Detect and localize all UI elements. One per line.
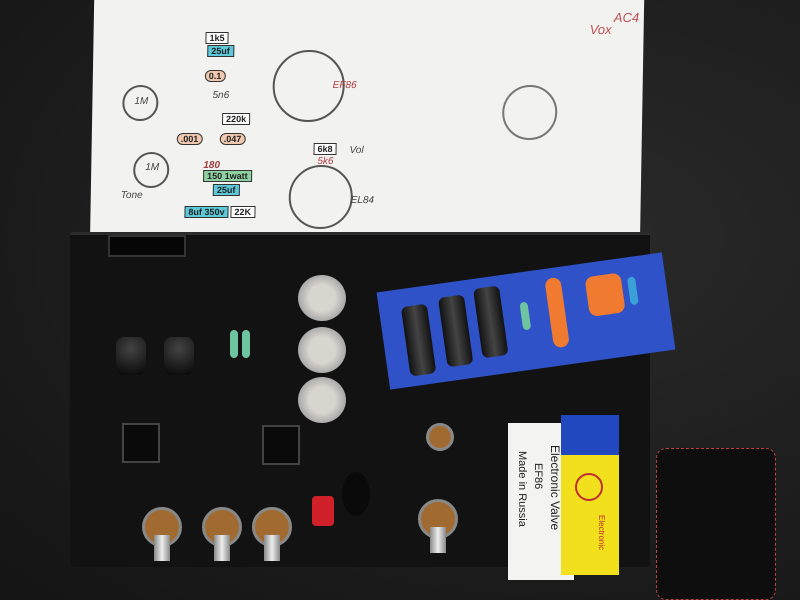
pot-shaft-2 xyxy=(214,535,230,561)
electrolytic-cap-3 xyxy=(473,285,509,359)
box-brand: Electronic xyxy=(597,515,606,551)
box-line3: Made in Russia xyxy=(516,451,528,527)
label-047: .047 xyxy=(219,133,246,145)
vol-label: Vol xyxy=(349,145,364,156)
input-jack[interactable] xyxy=(426,423,454,451)
label-5n6: 5n6 xyxy=(212,90,230,101)
electrolytic-cap-2 xyxy=(437,294,474,368)
el84-label: EL84 xyxy=(350,195,375,206)
label-8uf: 8uf 350v xyxy=(184,206,229,218)
resistor-2 xyxy=(242,330,250,358)
resistor-1 xyxy=(230,330,238,358)
title-ac4: AC4 xyxy=(613,10,640,25)
fabric-bag xyxy=(656,448,776,600)
box-line1: Electronic Valve xyxy=(548,445,562,531)
tube-symbol-hand xyxy=(501,85,558,140)
tube-socket-3 xyxy=(298,377,346,423)
logo-icon xyxy=(575,473,603,501)
resistor-4 xyxy=(626,276,639,306)
box-line2: EF86 xyxy=(532,463,544,490)
knob-left[interactable] xyxy=(116,337,146,375)
pilot-lamp xyxy=(312,496,334,526)
subtitle-vox: Vox xyxy=(589,22,612,37)
el84-box: Electronic xyxy=(561,415,619,575)
tube-socket-2 xyxy=(298,327,346,373)
tube-socket-1 xyxy=(298,275,346,321)
toggle-switch-1[interactable] xyxy=(122,423,160,463)
orange-cap-1 xyxy=(544,276,570,349)
pot-3[interactable] xyxy=(252,507,292,547)
pot-shaft-1 xyxy=(154,535,170,561)
label-6k8: 6k8 xyxy=(313,143,337,155)
label-220k: 220k xyxy=(222,113,251,125)
fuse-holder[interactable] xyxy=(342,472,370,516)
pot1-value: 1M xyxy=(134,96,149,107)
orange-cap-2 xyxy=(584,272,626,318)
knob-right[interactable] xyxy=(164,337,194,375)
label-25uf: 25uf xyxy=(207,45,234,57)
label-22k: 22K xyxy=(230,206,256,218)
label-0-1: 0.1 xyxy=(204,70,226,82)
schematic-paper: 1k5 25uf 0.1 5n6 220k .001 .047 6k8 5k6 … xyxy=(89,0,645,250)
label-001: .001 xyxy=(176,133,203,145)
label-1k5: 1k5 xyxy=(205,32,229,44)
toggle-switch-2[interactable] xyxy=(262,425,300,465)
electrolytic-cap-1 xyxy=(400,303,437,377)
pot-shaft-3 xyxy=(264,535,280,561)
label-25uf-2: 25uf xyxy=(212,184,240,196)
resistor-3 xyxy=(519,301,532,331)
ef86-label: EF86 xyxy=(332,80,357,91)
pot-shaft-4 xyxy=(430,527,446,553)
label-150-1watt: 150 1watt xyxy=(203,170,252,182)
pot2-value: 1M xyxy=(145,162,160,173)
tube-symbol-el84 xyxy=(288,165,354,229)
tone-label: Tone xyxy=(120,190,143,201)
iec-power-socket[interactable] xyxy=(108,235,186,257)
